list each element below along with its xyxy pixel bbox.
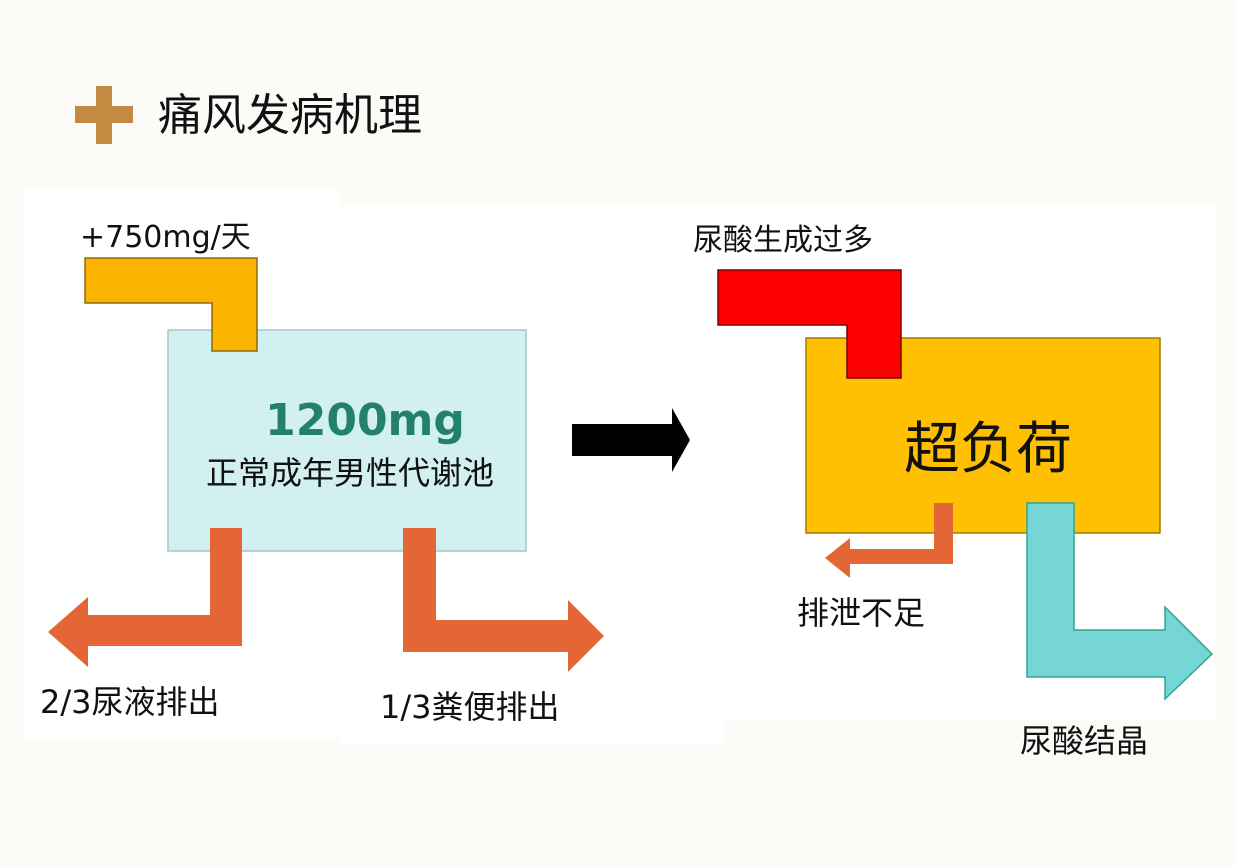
overproduction-arrow bbox=[717, 269, 902, 379]
metabolic-pool-box bbox=[167, 329, 527, 552]
transition-arrow bbox=[572, 408, 690, 472]
title-plus-icon bbox=[75, 86, 133, 144]
feces-outflow-arrow bbox=[403, 528, 604, 672]
crystal-arrow bbox=[1026, 502, 1214, 701]
urine-label: 2/3尿液排出 bbox=[40, 683, 220, 721]
overload-label: 超负荷 bbox=[904, 417, 1072, 482]
pool-label: 正常成年男性代谢池 bbox=[206, 454, 494, 492]
intake-label: +750mg/天 bbox=[80, 220, 251, 255]
pool-amount: 1200mg bbox=[265, 395, 465, 446]
feces-label: 1/3粪便排出 bbox=[380, 688, 560, 726]
production-label: 尿酸生成过多 bbox=[693, 223, 873, 258]
page-title: 痛风发病机理 bbox=[158, 90, 422, 141]
intake-arrow bbox=[84, 257, 258, 352]
insufficient-excretion-arrow bbox=[825, 503, 953, 578]
urine-outflow-arrow bbox=[48, 528, 242, 667]
excretion-label: 排泄不足 bbox=[797, 594, 925, 632]
crystal-label: 尿酸结晶 bbox=[1020, 722, 1148, 760]
